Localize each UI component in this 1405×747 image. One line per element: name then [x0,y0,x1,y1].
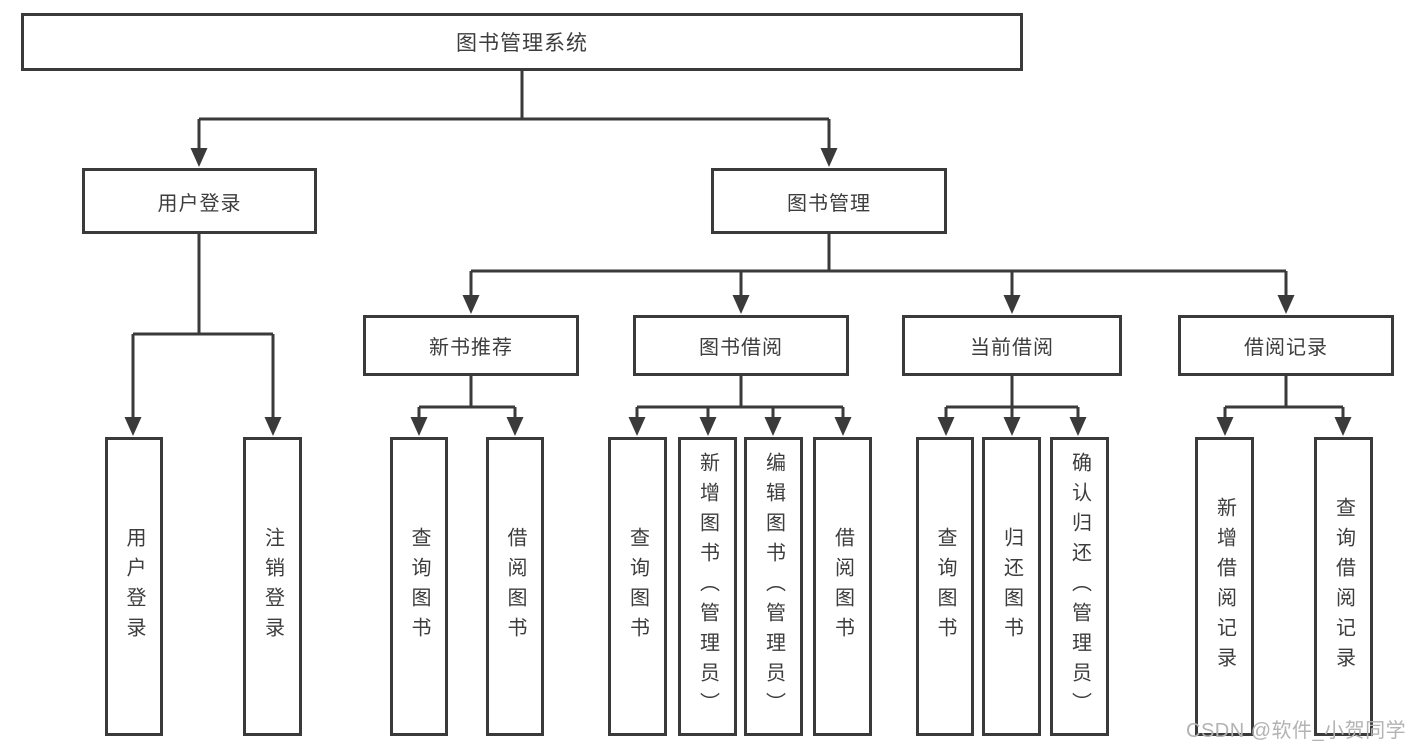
node-book-borrow: 图书借阅 [633,315,849,376]
arrow-icon [1216,417,1234,436]
arrow-icon [1003,417,1021,436]
node-book-borrow-label: 图书借阅 [699,337,783,359]
arrow-icon [764,417,782,436]
leaf-bb-query-books: 查询图书 [608,437,667,736]
node-book-management-label: 图书管理 [787,192,871,215]
leaf-bb-query-books-label: 查询图书 [626,526,649,647]
leaf-logout: 注销登录 [243,437,302,736]
leaf-br-query-record: 查询借阅记录 [1314,437,1373,736]
arrow-icon [264,417,282,436]
arrow-icon [1277,295,1295,314]
node-new-book-recommend: 新书推荐 [363,315,579,376]
node-borrow-records: 借阅记录 [1178,315,1394,376]
arrow-icon [834,417,852,436]
arrow-icon [1003,295,1021,314]
node-user-login-label: 用户登录 [157,192,242,215]
node-current-borrow-label: 当前借阅 [970,337,1054,359]
node-book-management: 图书管理 [711,168,947,234]
arrow-icon [628,417,646,436]
leaf-br-add-record: 新增借阅记录 [1195,437,1254,736]
leaf-user-login-label: 用户登录 [123,526,145,647]
leaf-cb-query-books-label: 查询图书 [934,526,956,647]
arrow-icon [506,417,524,436]
leaf-cb-confirm-return-admin: 确认归还（管理员） [1050,437,1109,736]
node-borrow-records-label: 借阅记录 [1244,337,1328,359]
leaf-bb-add-books-admin: 新增图书（管理员） [678,437,737,736]
leaf-bb-add-books-admin-label: 新增图书（管理员） [696,451,719,722]
arrow-icon [732,295,750,314]
watermark: CSDN @软件_小贺同学 [1186,720,1405,742]
leaf-nb-query-books-label: 查询图书 [408,526,430,647]
arrow-icon [1069,417,1087,436]
leaf-cb-query-books: 查询图书 [916,437,974,736]
node-user-login: 用户登录 [82,168,317,234]
leaf-logout-label: 注销登录 [261,526,284,647]
leaf-cb-return-books: 归还图书 [982,437,1041,736]
node-current-borrow: 当前借阅 [902,315,1122,376]
leaf-nb-borrow-books-label: 借阅图书 [504,526,526,647]
arrow-icon [462,295,480,314]
leaf-nb-query-books: 查询图书 [390,437,448,736]
node-new-book-recommend-label: 新书推荐 [429,337,513,359]
leaf-bb-edit-books-admin: 编辑图书（管理员） [744,437,803,736]
leaf-nb-borrow-books: 借阅图书 [486,437,544,736]
leaf-cb-confirm-return-admin-label: 确认归还（管理员） [1068,451,1091,722]
arrow-icon [699,417,717,436]
leaf-br-add-record-label: 新增借阅记录 [1213,496,1236,677]
arrow-icon [410,417,428,436]
leaf-br-query-record-label: 查询借阅记录 [1332,496,1355,677]
leaf-bb-edit-books-admin-label: 编辑图书（管理员） [762,451,785,722]
arrow-icon [190,148,208,167]
arrow-icon [820,148,838,167]
node-library-system-label: 图书管理系统 [456,32,588,55]
arrow-icon [937,417,955,436]
leaf-bb-borrow-books-label: 借阅图书 [831,526,854,647]
leaf-user-login: 用户登录 [105,437,163,736]
leaf-bb-borrow-books: 借阅图书 [813,437,872,736]
node-library-system: 图书管理系统 [21,13,1023,71]
arrow-icon [124,417,142,436]
arrow-icon [1334,417,1352,436]
leaf-cb-return-books-label: 归还图书 [1000,526,1023,647]
